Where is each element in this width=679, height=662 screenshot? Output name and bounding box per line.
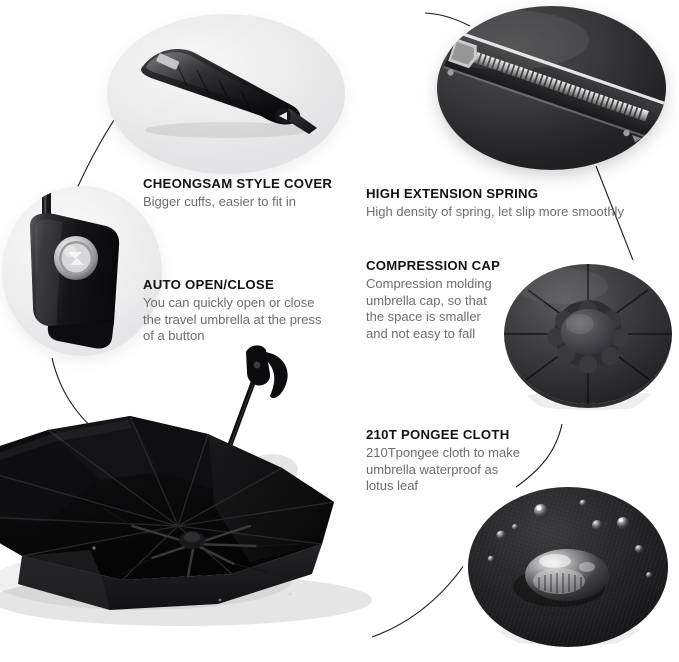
callout-pongee-body-line: umbrella waterproof as xyxy=(366,461,499,477)
callout-pongee-body-line: lotus leaf xyxy=(366,478,419,493)
callout-spring: HIGH EXTENSION SPRING High density of sp… xyxy=(366,186,624,221)
callout-cover: CHEONGSAM STYLE COVER Bigger cuffs, easi… xyxy=(143,176,332,211)
umbrella-handle-button-photo xyxy=(2,186,162,356)
callout-cap-body-line: the space is smaller xyxy=(366,309,481,324)
compression-cap-photo xyxy=(500,248,676,420)
callout-spring-title: HIGH EXTENSION SPRING xyxy=(366,186,539,201)
callout-cap-body-line: Compression molding xyxy=(366,276,492,291)
pongee-cloth-waterdrop-photo xyxy=(463,483,673,653)
callout-auto-body-line: the travel umbrella at the press xyxy=(143,311,322,327)
callout-cap-body-line: umbrella cap, so that xyxy=(366,292,487,308)
folded-umbrella-sleeve-photo xyxy=(107,14,345,174)
leader-line-cap xyxy=(515,423,563,488)
open-umbrella-photo xyxy=(0,330,382,630)
callout-pongee: 210T PONGEE CLOTH 210Tpongee cloth to ma… xyxy=(366,427,520,495)
callout-spring-body-line: High density of spring, let slip more sm… xyxy=(366,204,624,219)
callout-spring-body: High density of spring, let slip more sm… xyxy=(366,204,624,221)
callout-cover-body-line: Bigger cuffs, easier to fit in xyxy=(143,194,296,209)
callout-auto-title: AUTO OPEN/CLOSE xyxy=(143,277,275,292)
callout-pongee-title: 210T PONGEE CLOTH xyxy=(366,427,510,442)
callout-cap-body-line: and not easy to fall xyxy=(366,325,476,341)
callout-cap-title: COMPRESSION CAP xyxy=(366,258,501,273)
callout-cap-body: Compression molding umbrella cap, so tha… xyxy=(366,276,500,342)
callout-pongee-body: 210Tpongee cloth to make umbrella waterp… xyxy=(366,445,520,495)
callout-pongee-body-line: 210Tpongee cloth to make xyxy=(366,445,520,460)
callout-auto-body-line: of a button xyxy=(143,328,205,343)
leader-line-pongee xyxy=(371,555,471,638)
callout-auto: AUTO OPEN/CLOSE You can quickly open or … xyxy=(143,277,321,345)
callout-cover-body: Bigger cuffs, easier to fit in xyxy=(143,194,332,211)
callout-cap: COMPRESSION CAP Compression molding umbr… xyxy=(366,258,500,342)
leader-line-spring-top xyxy=(424,12,471,27)
extension-spring-zipper-photo xyxy=(437,6,666,170)
callout-auto-body-line: You can quickly open or close xyxy=(143,295,315,310)
callout-cover-title: CHEONGSAM STYLE COVER xyxy=(143,176,333,191)
callout-auto-body: You can quickly open or close the travel… xyxy=(143,295,321,345)
